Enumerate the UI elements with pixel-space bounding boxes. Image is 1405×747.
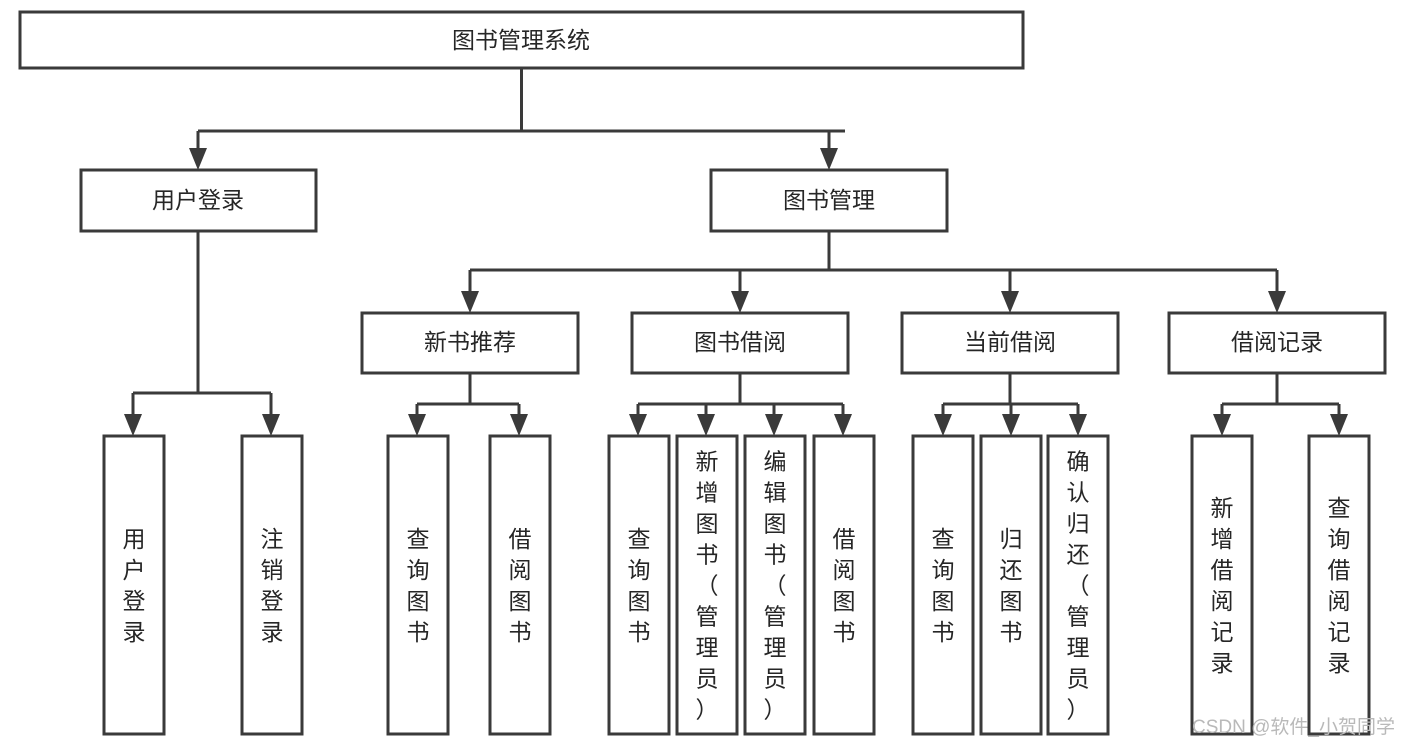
node-book-manage[interactable]: 图书管理 — [709, 168, 949, 233]
connector-group-root — [189, 68, 845, 170]
arrow-root-to-book-manage — [820, 148, 838, 170]
leaf-edit-book-label: 编辑图书（管理员） — [764, 449, 787, 723]
arrow-br-leaf2 — [1330, 414, 1348, 436]
node-borrow-record-box[interactable] — [1167, 311, 1387, 375]
leaf-node-query-book-3[interactable]: 查询图书 — [911, 434, 975, 736]
leaf-query-book-3-label: 查询图书 — [932, 526, 955, 645]
node-new-book-rec-box[interactable] — [360, 311, 580, 375]
arrow-cb-leaf1 — [934, 414, 952, 436]
connector-group-book-borrow — [629, 373, 852, 436]
node-root-box[interactable] — [18, 10, 1025, 70]
leaf-query-book-3-box[interactable] — [911, 434, 975, 736]
csdn-watermark: CSDN @软件_小贺同学 — [1192, 716, 1395, 738]
node-user-login-label: 用户登录 — [152, 187, 244, 213]
leaf-return-book-box[interactable] — [979, 434, 1043, 736]
leaf-confirm-return-box[interactable] — [1046, 434, 1110, 736]
arrow-root-to-user-login — [189, 148, 207, 170]
leaf-confirm-return-label: 确认归还（管理员） — [1067, 449, 1090, 723]
leaf-edit-book-box[interactable] — [743, 434, 807, 736]
arrow-bm-to-new-book-rec — [461, 291, 479, 313]
leaf-return-book-label: 归还图书 — [1000, 526, 1023, 645]
leaf-query-book-2-label: 查询图书 — [628, 526, 651, 645]
leaf-borrow-book-2-label: 借阅图书 — [833, 526, 856, 645]
leaf-node-borrow-book-1[interactable]: 借阅图书 — [488, 434, 552, 736]
node-borrow-record-label: 借阅记录 — [1231, 329, 1323, 355]
leaf-node-query-book-2[interactable]: 查询图书 — [607, 434, 671, 736]
arrow-ul-leaf2 — [262, 414, 280, 436]
leaf-node-borrow-book-2[interactable]: 借阅图书 — [812, 434, 876, 736]
leaf-borrow-book-2-box[interactable] — [812, 434, 876, 736]
connector-group-book-manage — [461, 231, 1286, 313]
arrow-cb-leaf2 — [1002, 414, 1020, 436]
leaf-node-user-logout[interactable]: 注销登录 — [240, 434, 304, 736]
node-root[interactable]: 图书管理系统 — [18, 10, 1025, 70]
node-user-login-box[interactable] — [79, 168, 318, 233]
leaf-borrow-book-1-box[interactable] — [488, 434, 552, 736]
arrow-bb-leaf4 — [834, 414, 852, 436]
leaf-user-login-label: 用户登录 — [123, 526, 146, 645]
node-current-borrow[interactable]: 当前借阅 — [900, 311, 1120, 375]
leaf-query-record-box[interactable] — [1307, 434, 1371, 736]
leaf-node-confirm-return[interactable]: 确认归还（管理员） — [1046, 434, 1110, 736]
arrow-bm-to-current-borrow — [1001, 291, 1019, 313]
leaf-query-book-1-label: 查询图书 — [407, 526, 430, 645]
leaf-add-book-label: 新增图书（管理员） — [696, 449, 719, 723]
arrow-bm-to-book-borrow — [731, 291, 749, 313]
node-new-book-rec[interactable]: 新书推荐 — [360, 311, 580, 375]
connector-group-current-borrow — [934, 373, 1087, 436]
leaf-node-add-book[interactable]: 新增图书（管理员） — [675, 434, 739, 736]
arrow-bb-leaf3 — [765, 414, 783, 436]
leaf-user-logout-label: 注销登录 — [261, 526, 284, 645]
node-book-borrow-label: 图书借阅 — [694, 329, 786, 355]
node-book-borrow[interactable]: 图书借阅 — [630, 311, 850, 375]
leaf-query-book-1-box[interactable] — [386, 434, 450, 736]
leaf-add-record-box[interactable] — [1190, 434, 1254, 736]
arrow-br-leaf1 — [1213, 414, 1231, 436]
arrow-cb-leaf3 — [1069, 414, 1087, 436]
connector-group-new-book-rec — [408, 373, 528, 436]
leaf-node-add-record[interactable]: 新增借阅记录 — [1190, 434, 1254, 736]
node-root-label: 图书管理系统 — [452, 27, 590, 53]
leaf-add-record-label: 新增借阅记录 — [1211, 495, 1234, 676]
leaf-node-query-book-1[interactable]: 查询图书 — [386, 434, 450, 736]
leaf-borrow-book-1-label: 借阅图书 — [509, 526, 532, 645]
arrow-bm-to-borrow-record — [1268, 291, 1286, 313]
node-book-borrow-box[interactable] — [630, 311, 850, 375]
connector-group-borrow-record — [1213, 373, 1348, 436]
leaf-query-book-2-box[interactable] — [607, 434, 671, 736]
leaf-node-edit-book[interactable]: 编辑图书（管理员） — [743, 434, 807, 736]
arrow-nbr-leaf1 — [408, 414, 426, 436]
arrow-nbr-leaf2 — [510, 414, 528, 436]
node-user-login[interactable]: 用户登录 — [79, 168, 318, 233]
arrow-bb-leaf2 — [697, 414, 715, 436]
node-book-manage-label: 图书管理 — [783, 187, 875, 213]
node-current-borrow-box[interactable] — [900, 311, 1120, 375]
leaf-node-query-record[interactable]: 查询借阅记录 — [1307, 434, 1371, 736]
node-book-manage-box[interactable] — [709, 168, 949, 233]
leaf-user-logout-box[interactable] — [240, 434, 304, 736]
node-borrow-record[interactable]: 借阅记录 — [1167, 311, 1387, 375]
leaf-add-book-box[interactable] — [675, 434, 739, 736]
leaf-user-login-box[interactable] — [102, 434, 166, 736]
node-new-book-rec-label: 新书推荐 — [424, 329, 516, 355]
arrow-ul-leaf1 — [124, 414, 142, 436]
node-current-borrow-label: 当前借阅 — [964, 329, 1056, 355]
leaf-node-user-login[interactable]: 用户登录 — [102, 434, 166, 736]
leaf-query-record-label: 查询借阅记录 — [1328, 495, 1351, 676]
arrow-bb-leaf1 — [629, 414, 647, 436]
leaf-node-return-book[interactable]: 归还图书 — [979, 434, 1043, 736]
connector-group-user-login — [124, 231, 280, 436]
